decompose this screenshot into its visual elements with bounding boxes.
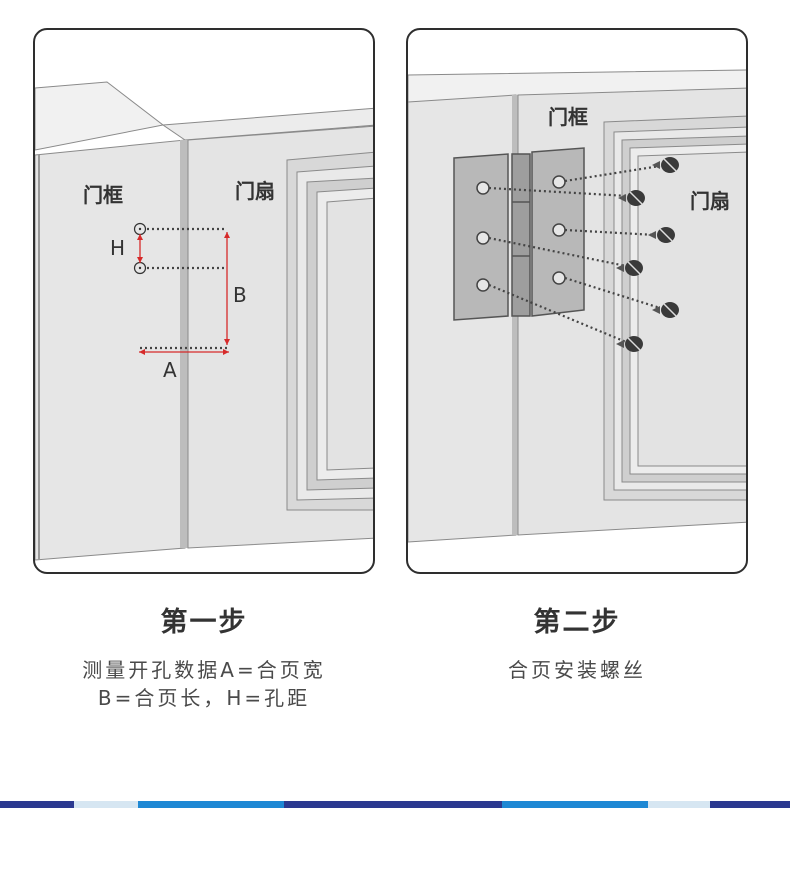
step1-description: 测量开孔数据A=合页宽 B=合页长，H=孔距 — [33, 656, 375, 712]
step2-desc-line: 合页安装螺丝 — [508, 658, 646, 682]
frame-label: 门框 — [83, 183, 123, 207]
screw-icon — [652, 302, 679, 318]
screw-icon — [618, 190, 645, 206]
screw-icon — [652, 157, 679, 173]
leaf-label-2: 门扇 — [690, 189, 730, 213]
step1-desc-line: 测量开孔数据A=合页宽 — [82, 658, 326, 682]
step1-desc-line: B=合页长，H=孔距 — [97, 686, 311, 710]
frame-label-2: 门框 — [548, 105, 588, 129]
b-label: B — [233, 283, 247, 307]
screw-icon — [616, 336, 643, 352]
step2-illustration: 门框 门扇 — [406, 28, 748, 574]
h-dimension-arrow — [137, 234, 143, 263]
b-dimension-arrow — [224, 232, 230, 345]
a-label: A — [163, 358, 177, 382]
h-label: H — [110, 236, 125, 260]
hinge-installation-diagram: 门框 门扇 — [408, 69, 746, 543]
hinge — [453, 147, 585, 321]
screw-icon — [648, 227, 675, 243]
step2-title: 第二步 — [533, 607, 621, 638]
screw-icon — [616, 260, 643, 276]
leaf-label: 门扇 — [235, 179, 275, 203]
step1-title: 第一步 — [160, 607, 248, 638]
step1-illustration: 门框 门扇 H B A — [33, 28, 375, 574]
door-frame-measurement-diagram: 门框 门扇 H B A — [35, 81, 373, 561]
a-dimension-arrow — [139, 349, 229, 355]
step2-description: 合页安装螺丝 — [406, 656, 748, 684]
